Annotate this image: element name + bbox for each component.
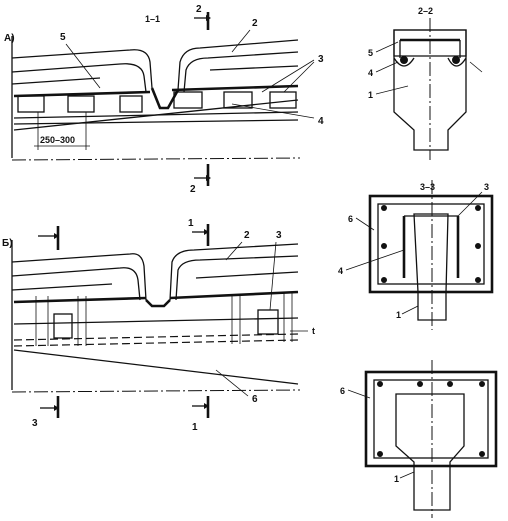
svg-text:2: 2 [196,4,202,15]
callout-4-s33: 4 [338,266,343,276]
callout-3-s33: 3 [484,182,489,192]
callout-3: 3 [318,54,324,65]
section-2-2-title: 2–2 [418,6,433,16]
cut-marker-1-top: 1 [188,218,210,246]
callout-5: 5 [60,32,66,43]
callout-1-s11: 1 [394,474,399,484]
cut-marker-2-bottom: 2 [190,164,211,195]
section-2-2: 2–2 5 4 1 [368,6,483,160]
callout-2: 2 [252,18,258,29]
callout-2-b: 2 [244,230,250,241]
callout-6-s11: 6 [340,386,345,396]
panel-a-letter: А) [4,33,15,44]
svg-text:1: 1 [188,218,194,229]
callout-6-b: 6 [252,394,258,405]
section-1-1: 6 1 [340,360,498,518]
section-3-3-title: 3–3 [420,182,435,192]
callout-4-s22: 4 [368,68,373,78]
callout-3-b: 3 [276,230,282,241]
block-b-right [257,309,279,335]
block-b-left [53,313,73,339]
dimension-label: 250–300 [40,135,75,145]
section-3-3: 3–3 6 3 4 1 [338,180,494,330]
block-row-a [17,91,297,113]
svg-text:2: 2 [190,184,196,195]
callout-t: t [312,326,315,336]
cut-marker-2-top: 2 [194,4,211,30]
svg-text:3: 3 [32,418,38,429]
callout-5-s22: 5 [368,48,373,58]
callout-4: 4 [318,116,324,127]
cut-marker-3-bottom: 3 [32,396,60,429]
cut-marker-1-bottom: 1 [192,396,210,433]
panel-b-elevation: Б) [2,218,315,433]
callout-1-s22: 1 [368,90,373,100]
cut-marker-left-top [38,226,60,250]
section-1-1-mark: 1–1 [145,14,160,24]
panel-a-elevation: А) 250–300 [4,4,324,195]
callout-1-s33: 1 [396,310,401,320]
panel-b-letter: Б) [2,238,13,249]
callout-6-s33: 6 [348,214,353,224]
svg-text:1: 1 [192,422,198,433]
